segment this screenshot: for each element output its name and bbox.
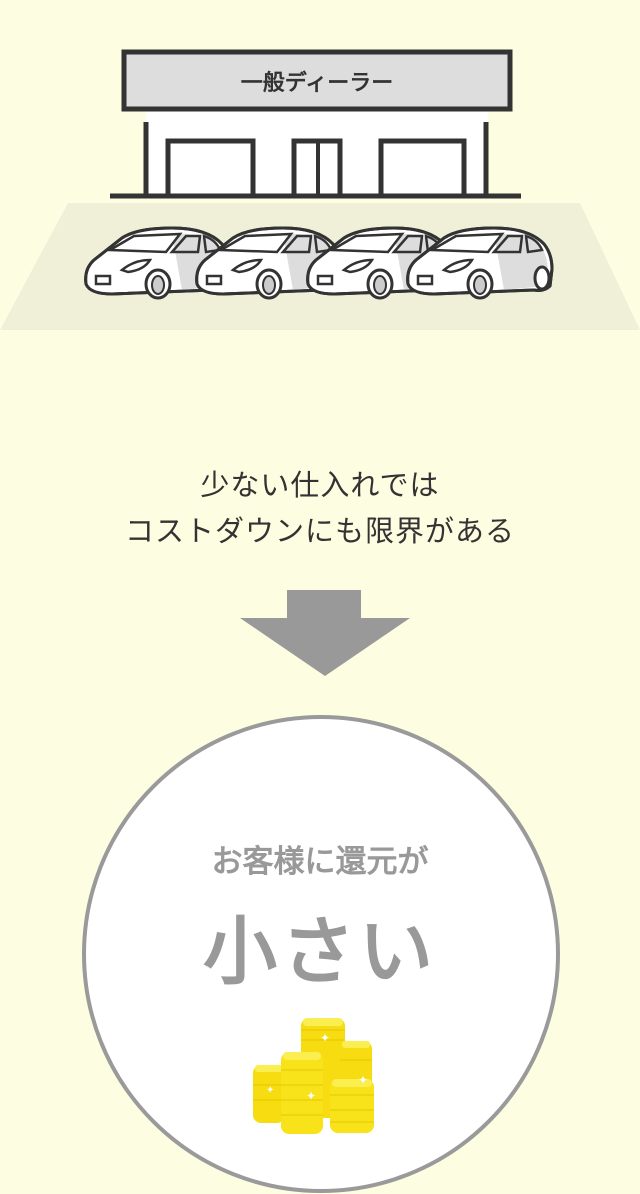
result-line-1: お客様に還元が — [211, 844, 429, 880]
dealer-sign — [121, 49, 513, 112]
svg-text:✦: ✦ — [306, 1089, 316, 1103]
dealer-illustration: 一般ディーラー — [0, 49, 640, 330]
message-line-2: コストダウンにも限界がある — [124, 514, 515, 548]
svg-text:✦: ✦ — [320, 1031, 330, 1045]
down-arrow-icon — [240, 590, 410, 676]
window-left — [165, 138, 256, 196]
svg-text:✦: ✦ — [358, 1073, 368, 1087]
dealer-sign-label: 一般ディーラー — [241, 70, 393, 96]
message-line-1: 少ない仕入れでは — [200, 468, 440, 502]
coin-stack-icon: ✦ ✦ ✦ ✦ — [253, 1018, 374, 1134]
message: 少ない仕入れでは コストダウンにも限界がある — [0, 462, 640, 554]
window-right — [378, 138, 467, 196]
svg-text:✦: ✦ — [266, 1085, 274, 1096]
result-line-2: 小さい — [203, 909, 437, 995]
